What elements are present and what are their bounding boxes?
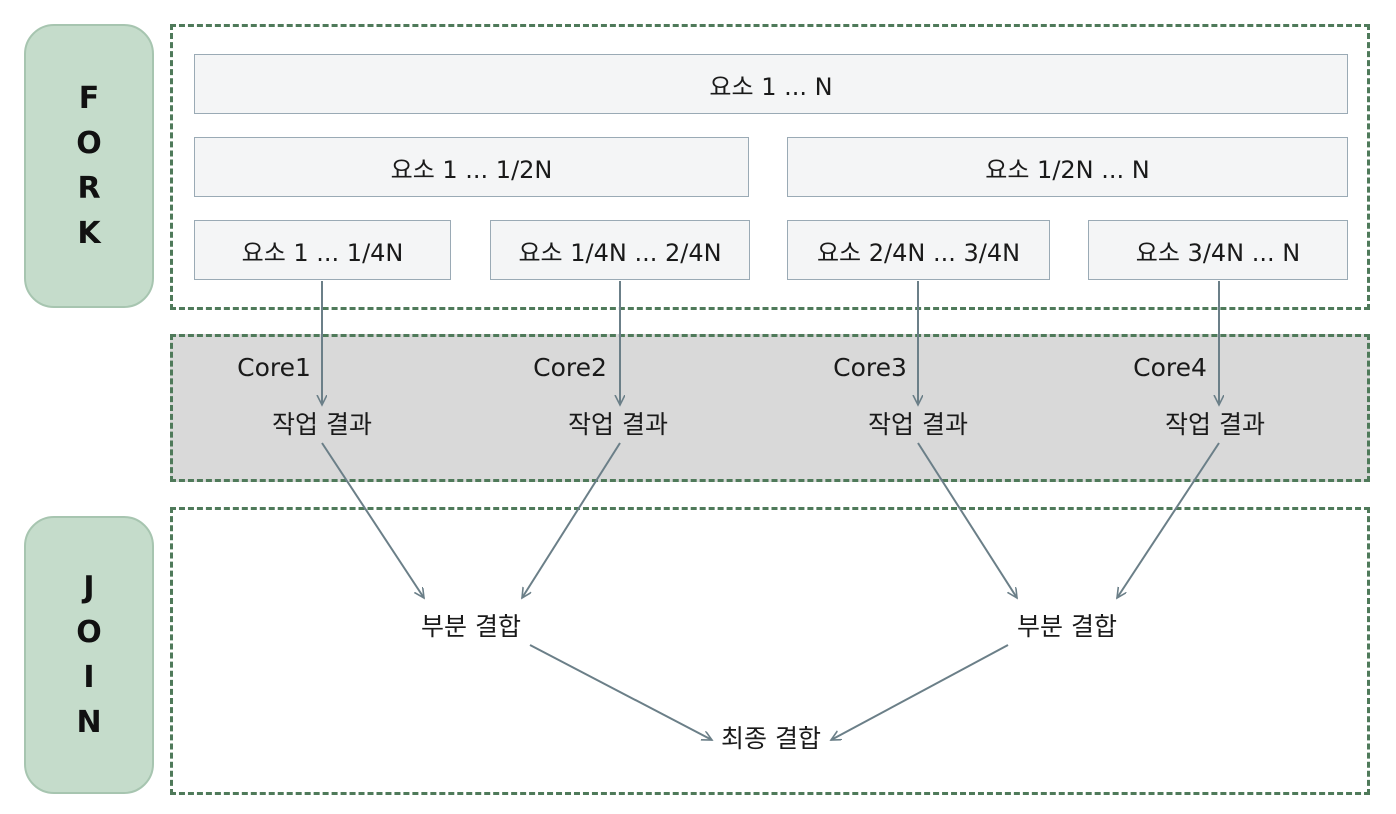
- core3-label: Core3: [833, 353, 907, 382]
- core2-result: 작업 결과: [568, 410, 668, 439]
- core2-label: Core2: [533, 353, 607, 382]
- element-box-half-left: 요소 1 ... 1/2N: [194, 137, 749, 197]
- core1-label: Core1: [237, 353, 311, 382]
- element-box-quarter-3: 요소 2/4N ... 3/4N: [787, 220, 1050, 280]
- fork-letter: F: [78, 81, 100, 116]
- element-box-quarter-1: 요소 1 ... 1/4N: [194, 220, 451, 280]
- join-letter: N: [76, 705, 102, 740]
- core1-result: 작업 결과: [272, 410, 372, 439]
- core4-label: Core4: [1133, 353, 1207, 382]
- partial-join-right: 부분 결합: [1017, 612, 1117, 641]
- join-letter: J: [83, 570, 95, 605]
- join-letter: I: [83, 660, 95, 695]
- element-box-quarter-4: 요소 3/4N ... N: [1088, 220, 1348, 280]
- fork-label: F O R K: [24, 24, 154, 308]
- fork-letter: K: [77, 216, 101, 251]
- fork-letter: O: [76, 126, 102, 161]
- element-box-half-right: 요소 1/2N ... N: [787, 137, 1348, 197]
- join-label: J O I N: [24, 516, 154, 794]
- element-box-quarter-2: 요소 1/4N ... 2/4N: [490, 220, 750, 280]
- core3-result: 작업 결과: [868, 410, 968, 439]
- partial-join-left: 부분 결합: [421, 612, 521, 641]
- fork-frame: [170, 24, 1370, 310]
- join-letter: O: [76, 615, 102, 650]
- join-frame: [170, 507, 1370, 795]
- core4-result: 작업 결과: [1165, 410, 1265, 439]
- fork-letter: R: [77, 171, 101, 206]
- final-join: 최종 결합: [721, 724, 821, 753]
- element-box-all: 요소 1 ... N: [194, 54, 1348, 114]
